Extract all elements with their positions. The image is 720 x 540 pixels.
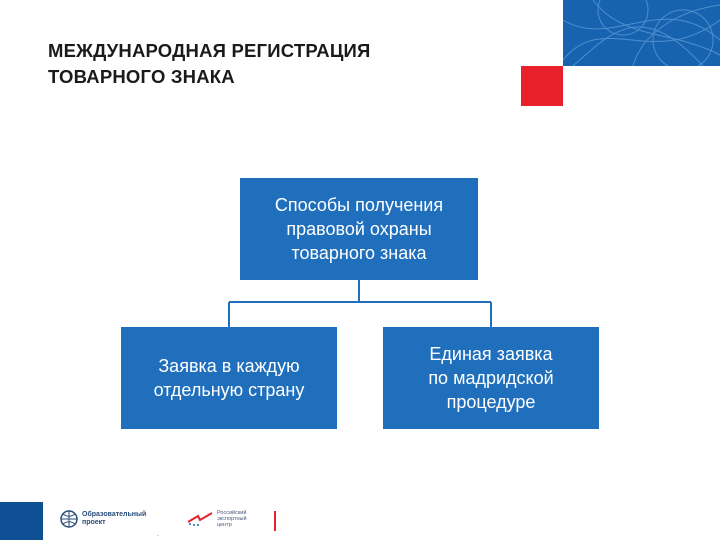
page-title: МЕЖДУНАРОДНАЯ РЕГИСТРАЦИЯ ТОВАРНОГО ЗНАК… [48, 38, 478, 90]
title-line-2: ТОВАРНОГО ЗНАКА [48, 66, 235, 87]
logo2-text: Российский экспортный центр [217, 510, 247, 528]
decorative-blue-panel [563, 0, 720, 66]
export-arrow-icon [187, 512, 213, 526]
diagram-root-box: Способы получения правовой охраны товарн… [240, 178, 478, 280]
logo1-text: Образовательный проект [82, 511, 147, 526]
footer-red-divider [274, 511, 276, 531]
footer-navy-square [0, 502, 43, 540]
globe-icon [60, 510, 78, 528]
export-center-logo: Российский экспортный центр [186, 508, 253, 530]
diagram-child-box-right: Единая заявка по мадридской процедуре [383, 327, 599, 429]
education-project-logo: Образовательный проект [60, 508, 182, 530]
decorative-red-square [521, 66, 563, 106]
root-box-text: Способы получения правовой охраны товарн… [274, 195, 444, 263]
footer-mark: . [157, 531, 159, 538]
right-box-text: Единая заявка по мадридской процедуре [428, 344, 554, 412]
left-box-text: Заявка в каждую отдельную страну [153, 356, 305, 400]
title-line-1: МЕЖДУНАРОДНАЯ РЕГИСТРАЦИЯ [48, 40, 371, 61]
diagram-child-box-left: Заявка в каждую отдельную страну [121, 327, 337, 429]
